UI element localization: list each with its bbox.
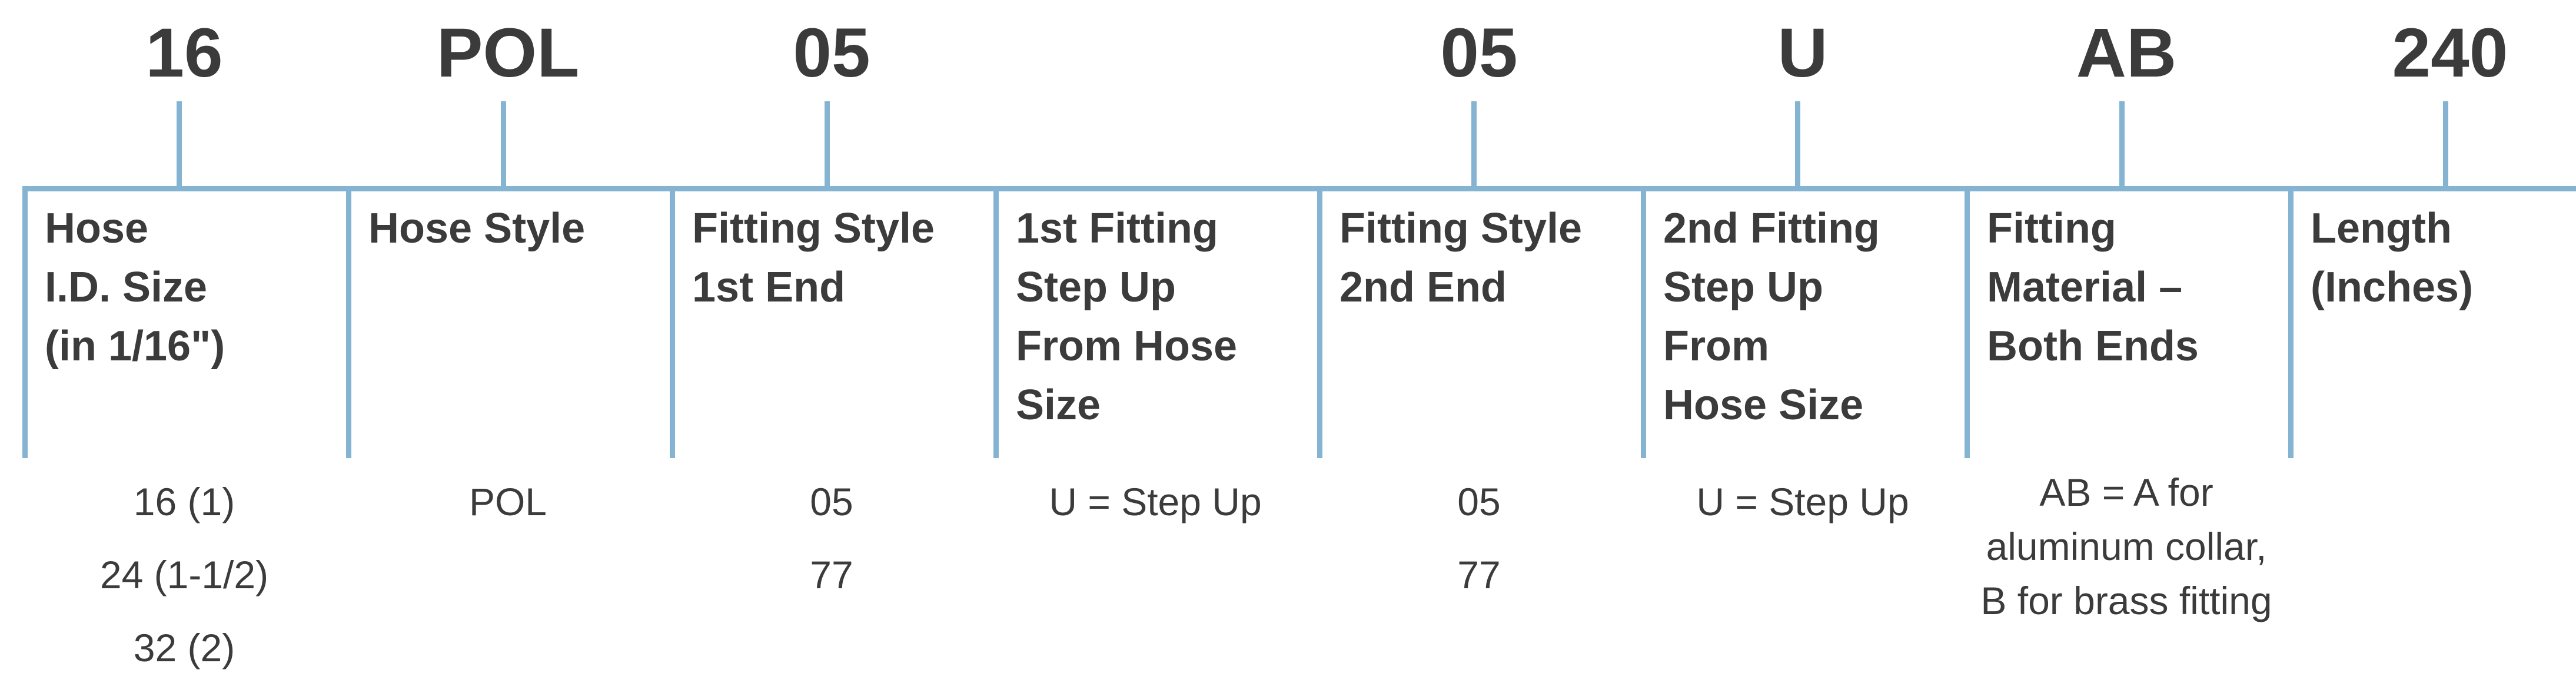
- connector-stem: [2119, 101, 2125, 188]
- label-line: Hose: [45, 205, 149, 252]
- column-label: Hose Style: [368, 199, 666, 258]
- column-bracket: [993, 186, 1317, 458]
- value-item: U = Step Up: [1696, 480, 1909, 523]
- label-line: Step Up: [1663, 264, 1824, 311]
- label-line: Hose Size: [1663, 382, 1864, 429]
- label-line: Fitting Style: [692, 205, 935, 252]
- column-length: 240 Length (Inches): [2288, 0, 2576, 686]
- column-fitting-material: AB Fitting Material – Both Ends AB = A f…: [1965, 0, 2288, 686]
- value-item: 32 (2): [133, 626, 235, 670]
- value-list: POL: [346, 465, 670, 538]
- code-segment: U: [1777, 14, 1828, 92]
- value-item: 77: [810, 553, 853, 596]
- value-item: 77: [1457, 553, 1501, 596]
- column-label: Hose I.D. Size (in 1/16"): [45, 199, 343, 376]
- column-hose-style: POL Hose Style POL: [346, 0, 670, 686]
- column-label: Fitting Style 1st End: [692, 199, 990, 317]
- label-line: I.D. Size: [45, 264, 208, 311]
- value-list: AB = A for aluminum collar, B for brass …: [1965, 465, 2288, 628]
- code-segment: AB: [2076, 14, 2177, 92]
- connector-stem: [501, 101, 506, 188]
- value-item: 24 (1-1/2): [99, 553, 269, 596]
- value-list: 05 77: [1317, 465, 1641, 611]
- label-line: Step Up: [1016, 264, 1176, 311]
- code-segment: POL: [436, 14, 580, 92]
- column-label: 2nd Fitting Step Up From Hose Size: [1663, 199, 1961, 435]
- value-list: 16 (1) 24 (1-1/2) 32 (2): [22, 465, 346, 684]
- connector-stem: [2443, 101, 2448, 188]
- column-1st-fitting-step-up: 1st Fitting Step Up From Hose Size U = S…: [993, 0, 1317, 686]
- label-line: Hose Style: [368, 205, 586, 252]
- label-line: 1st Fitting: [1016, 205, 1218, 252]
- column-bracket: [1641, 186, 1965, 458]
- value-item: aluminum collar,: [1986, 525, 2267, 568]
- column-2nd-fitting-step-up: U 2nd Fitting Step Up From Hose Size U =…: [1641, 0, 1965, 686]
- column-bracket: [22, 186, 346, 458]
- label-line: (in 1/16"): [45, 323, 225, 370]
- connector-stem: [825, 101, 830, 188]
- column-label: Fitting Material – Both Ends: [1987, 199, 2285, 376]
- code-segment: 05: [1440, 14, 1518, 92]
- value-list: U = Step Up: [1641, 465, 1965, 538]
- value-item: U = Step Up: [1049, 480, 1262, 523]
- label-line: 1st End: [692, 264, 846, 311]
- column-hose-id-size: 16 Hose I.D. Size (in 1/16") 16 (1) 24 (…: [22, 0, 346, 686]
- column-bracket: [2288, 186, 2576, 458]
- label-line: Length: [2311, 205, 2452, 252]
- connector-stem: [1795, 101, 1800, 188]
- code-segment: 16: [145, 14, 223, 92]
- value-item: AB = A for: [2039, 470, 2213, 514]
- value-item: 05: [1457, 480, 1501, 523]
- column-bracket: [346, 186, 670, 458]
- column-bracket: [1317, 186, 1641, 458]
- code-segment: 240: [2392, 14, 2508, 92]
- column-bracket: [670, 186, 993, 458]
- value-list: U = Step Up: [993, 465, 1317, 538]
- connector-stem: [1471, 101, 1477, 188]
- label-line: 2nd Fitting: [1663, 205, 1880, 252]
- label-line: Fitting Style: [1339, 205, 1582, 252]
- column-label: 1st Fitting Step Up From Hose Size: [1016, 199, 1314, 435]
- column-bracket: [1965, 186, 2288, 458]
- column-label: Length (Inches): [2311, 199, 2576, 317]
- label-line: Material –: [1987, 264, 2183, 311]
- column-fitting-style-2nd-end: 05 Fitting Style 2nd End 05 77: [1317, 0, 1641, 686]
- label-line: Size: [1016, 382, 1101, 429]
- value-item: 05: [810, 480, 853, 523]
- label-line: Fitting: [1987, 205, 2116, 252]
- column-fitting-style-1st-end: 05 Fitting Style 1st End 05 77: [670, 0, 993, 686]
- label-line: (Inches): [2311, 264, 2474, 311]
- connector-stem: [177, 101, 182, 188]
- label-line: 2nd End: [1339, 264, 1507, 311]
- value-list: 05 77: [670, 465, 993, 611]
- label-line: From: [1663, 323, 1769, 370]
- label-line: From Hose: [1016, 323, 1238, 370]
- value-item: 16 (1): [133, 480, 235, 523]
- value-item: POL: [468, 480, 547, 523]
- column-label: Fitting Style 2nd End: [1339, 199, 1637, 317]
- value-item: B for brass fitting: [1980, 579, 2272, 622]
- label-line: Both Ends: [1987, 323, 2199, 370]
- code-segment: 05: [793, 14, 870, 92]
